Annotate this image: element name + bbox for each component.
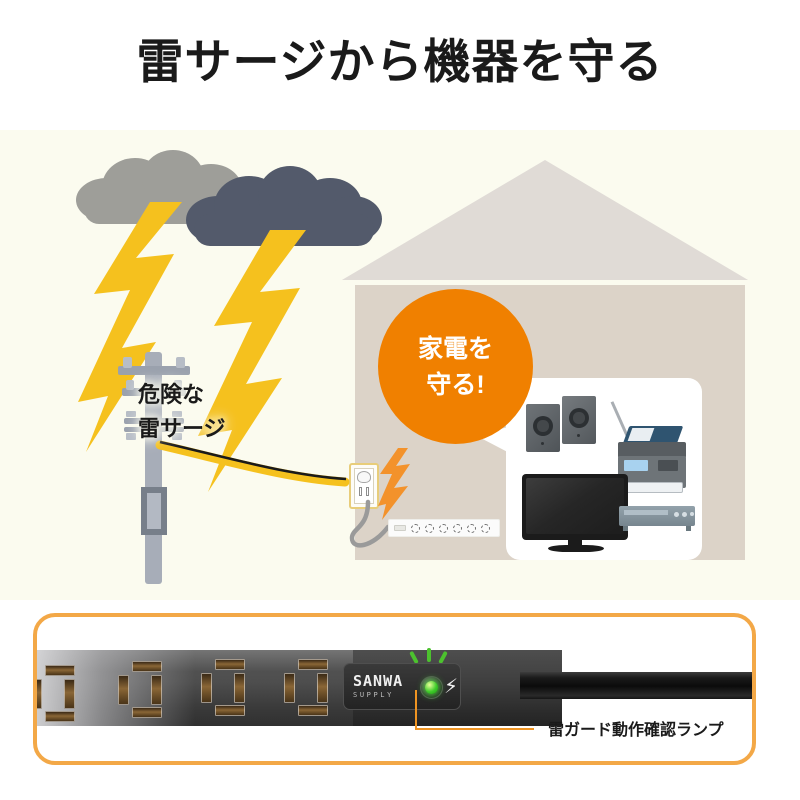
surge-bolt-icon [378,448,410,520]
bubble-line1: 家電を [417,334,493,363]
illustration-scene: 危険な 雷サージ [0,130,800,600]
strip-socket [467,523,476,533]
outlet-socket [118,661,176,719]
house-icon [341,160,749,280]
surge-indicator-led [420,676,443,699]
brand-logo-plate: SANWA SUPPLY ⚡ [343,663,461,710]
power-line-icon [155,440,350,487]
lightning-bolt-glyph-icon: ⚡ [444,676,459,698]
danger-surge-label: 危険な 雷サージ [138,378,226,446]
danger-surge-line1: 危険な [138,382,205,407]
strip-socket [411,523,420,533]
outlet-socket [33,665,89,723]
strip-socket [453,523,462,533]
page-title: 雷サージから機器を守る [136,35,664,88]
strip-switch [394,525,406,531]
power-strip-icon [388,519,500,537]
lightning-bolt-icon [198,230,306,492]
brand-subname: SUPPLY [353,691,394,699]
strip-socket [439,523,448,533]
callout-leader-horizontal [415,728,534,730]
cloud-dark-icon [186,166,382,248]
callout-leader-vertical [415,690,417,730]
strip-socket [425,523,434,533]
outlet-socket [284,659,342,717]
appliance-card [506,378,702,560]
protect-appliances-bubble: 家電を 守る! [378,289,533,444]
bubble-line2: 守る! [426,370,485,399]
outlet-socket [201,659,259,717]
strip-socket [481,523,490,533]
power-cord [520,672,756,699]
brand-name: SANWA [353,672,404,690]
callout-label: 雷ガード動作確認ランプ [548,722,724,739]
outlet-cable [349,499,391,548]
danger-surge-line2: 雷サージ [138,416,226,441]
lightning-bolt-icon [78,202,182,452]
